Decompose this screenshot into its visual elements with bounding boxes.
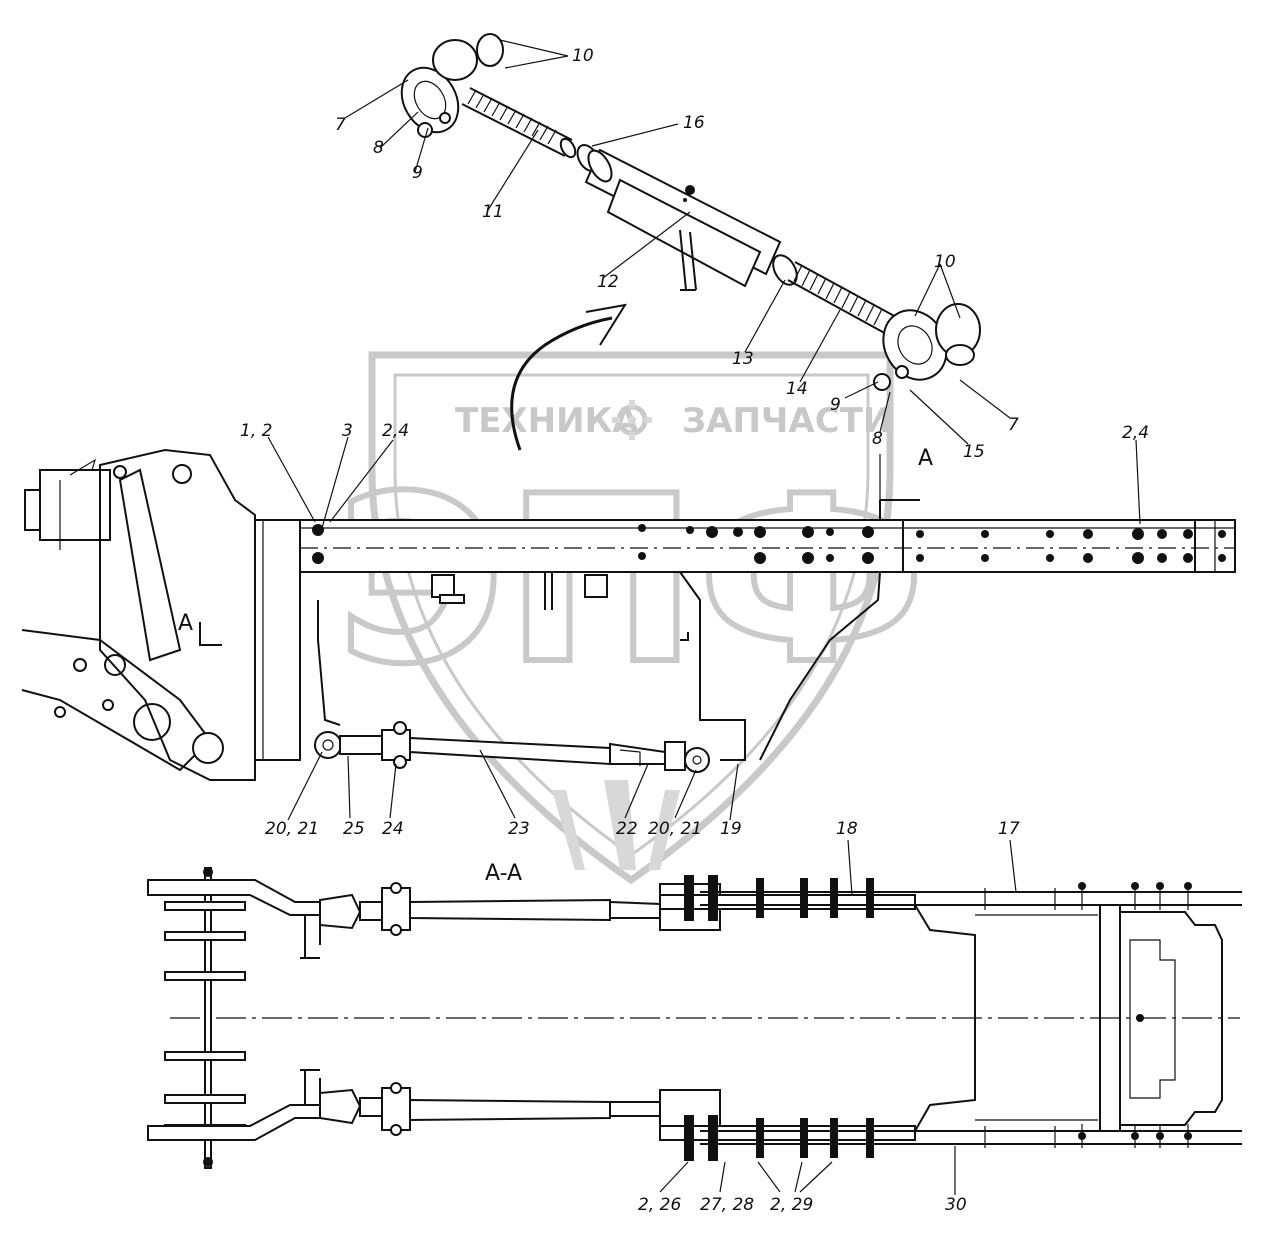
- callout-label: 30: [945, 1195, 967, 1215]
- side-view: [21, 448, 1236, 781]
- section-callout-labels: 18 17 2, 26 27, 28 2, 29 30: [638, 819, 1020, 1215]
- section-title: A-A: [485, 861, 522, 886]
- callout-label: 1, 2: [240, 421, 272, 441]
- wheat-emblem: [552, 780, 680, 870]
- frame-rails: [700, 882, 1242, 1148]
- top-callout-labels: 10 7 8 9 11 16 12 13 14 10 9 8 15 7: [335, 46, 1019, 462]
- rear-cross-member: [914, 904, 1223, 1132]
- right-eye-end: [873, 303, 981, 391]
- lower-tie-rod-section: [319, 1082, 721, 1137]
- callout-label: 2,4: [382, 421, 409, 441]
- callout-label: 20, 21: [265, 819, 319, 839]
- watermark-right-word: ЗАПЧАСТИ: [682, 401, 891, 441]
- watermark-shield: [368, 351, 894, 885]
- callout-label: 10: [934, 252, 956, 272]
- section-mark-top: A: [918, 446, 933, 471]
- side-callout-leaders: [267, 436, 1141, 821]
- callout-label: 27, 28: [700, 1195, 754, 1215]
- callout-label: 23: [508, 819, 530, 839]
- right-threaded-rod: [787, 261, 899, 337]
- callout-label: 10: [572, 46, 594, 66]
- frame-post: [255, 519, 301, 761]
- watermark-left-word: ТЕХНИКА: [455, 401, 639, 441]
- lower-drawbar: [147, 1104, 321, 1141]
- main-beam: [299, 454, 1236, 573]
- beam-details: [431, 572, 689, 641]
- callout-label: 22: [616, 819, 638, 839]
- section-mark-left: A: [178, 611, 193, 636]
- beam-bolts: [312, 524, 1226, 564]
- callout-label: 9: [830, 395, 841, 415]
- lower-tie-rod: [314, 721, 710, 773]
- hitch-bracket: [21, 448, 256, 781]
- left-threaded-rod: [461, 87, 577, 159]
- gear-icon: [612, 400, 652, 440]
- callout-label: 25: [343, 819, 365, 839]
- callout-label: 8: [872, 429, 883, 449]
- callout-label: 24: [382, 819, 404, 839]
- callout-label: 13: [732, 349, 754, 369]
- callout-label: 9: [412, 163, 423, 183]
- left-eye-end: [400, 33, 504, 138]
- callout-label: 2,4: [1122, 423, 1149, 443]
- callout-label: 3: [342, 421, 353, 441]
- callout-label: 7: [1008, 415, 1019, 435]
- callout-label: 19: [720, 819, 742, 839]
- tie-rod-assembly: [400, 33, 981, 451]
- lower-clamp-plate: [659, 1115, 916, 1161]
- callout-label: 20, 21: [648, 819, 702, 839]
- section-markers: A A A-A: [178, 446, 933, 886]
- callout-label: 15: [963, 442, 985, 462]
- side-callout-labels: 1, 2 3 2,4 2,4 20, 21 25 24 23 22 20, 21…: [240, 421, 1149, 839]
- assembly-arrow: [510, 316, 613, 451]
- section-callout-leaders: [659, 839, 1017, 1195]
- callout-label: 2, 26: [638, 1195, 681, 1215]
- callout-label: 18: [836, 819, 858, 839]
- callout-label: 16: [683, 113, 705, 133]
- callout-label: 12: [597, 272, 619, 292]
- callout-label: 8: [373, 138, 384, 158]
- main-tube: [584, 148, 782, 291]
- bracket-plate: [317, 571, 881, 761]
- callout-label: 14: [786, 379, 808, 399]
- watermark-logo-text: ЭПФ: [336, 448, 925, 715]
- callout-label: 17: [998, 819, 1020, 839]
- section-view: [147, 867, 1242, 1169]
- callout-label: 11: [482, 202, 504, 222]
- watermark: ТЕХНИКА ЗАПЧАСТИ ЭПФ: [333, 351, 929, 885]
- callout-label: 2, 29: [770, 1195, 813, 1215]
- top-callout-leaders: [344, 39, 1011, 445]
- callout-label: 7: [335, 115, 346, 135]
